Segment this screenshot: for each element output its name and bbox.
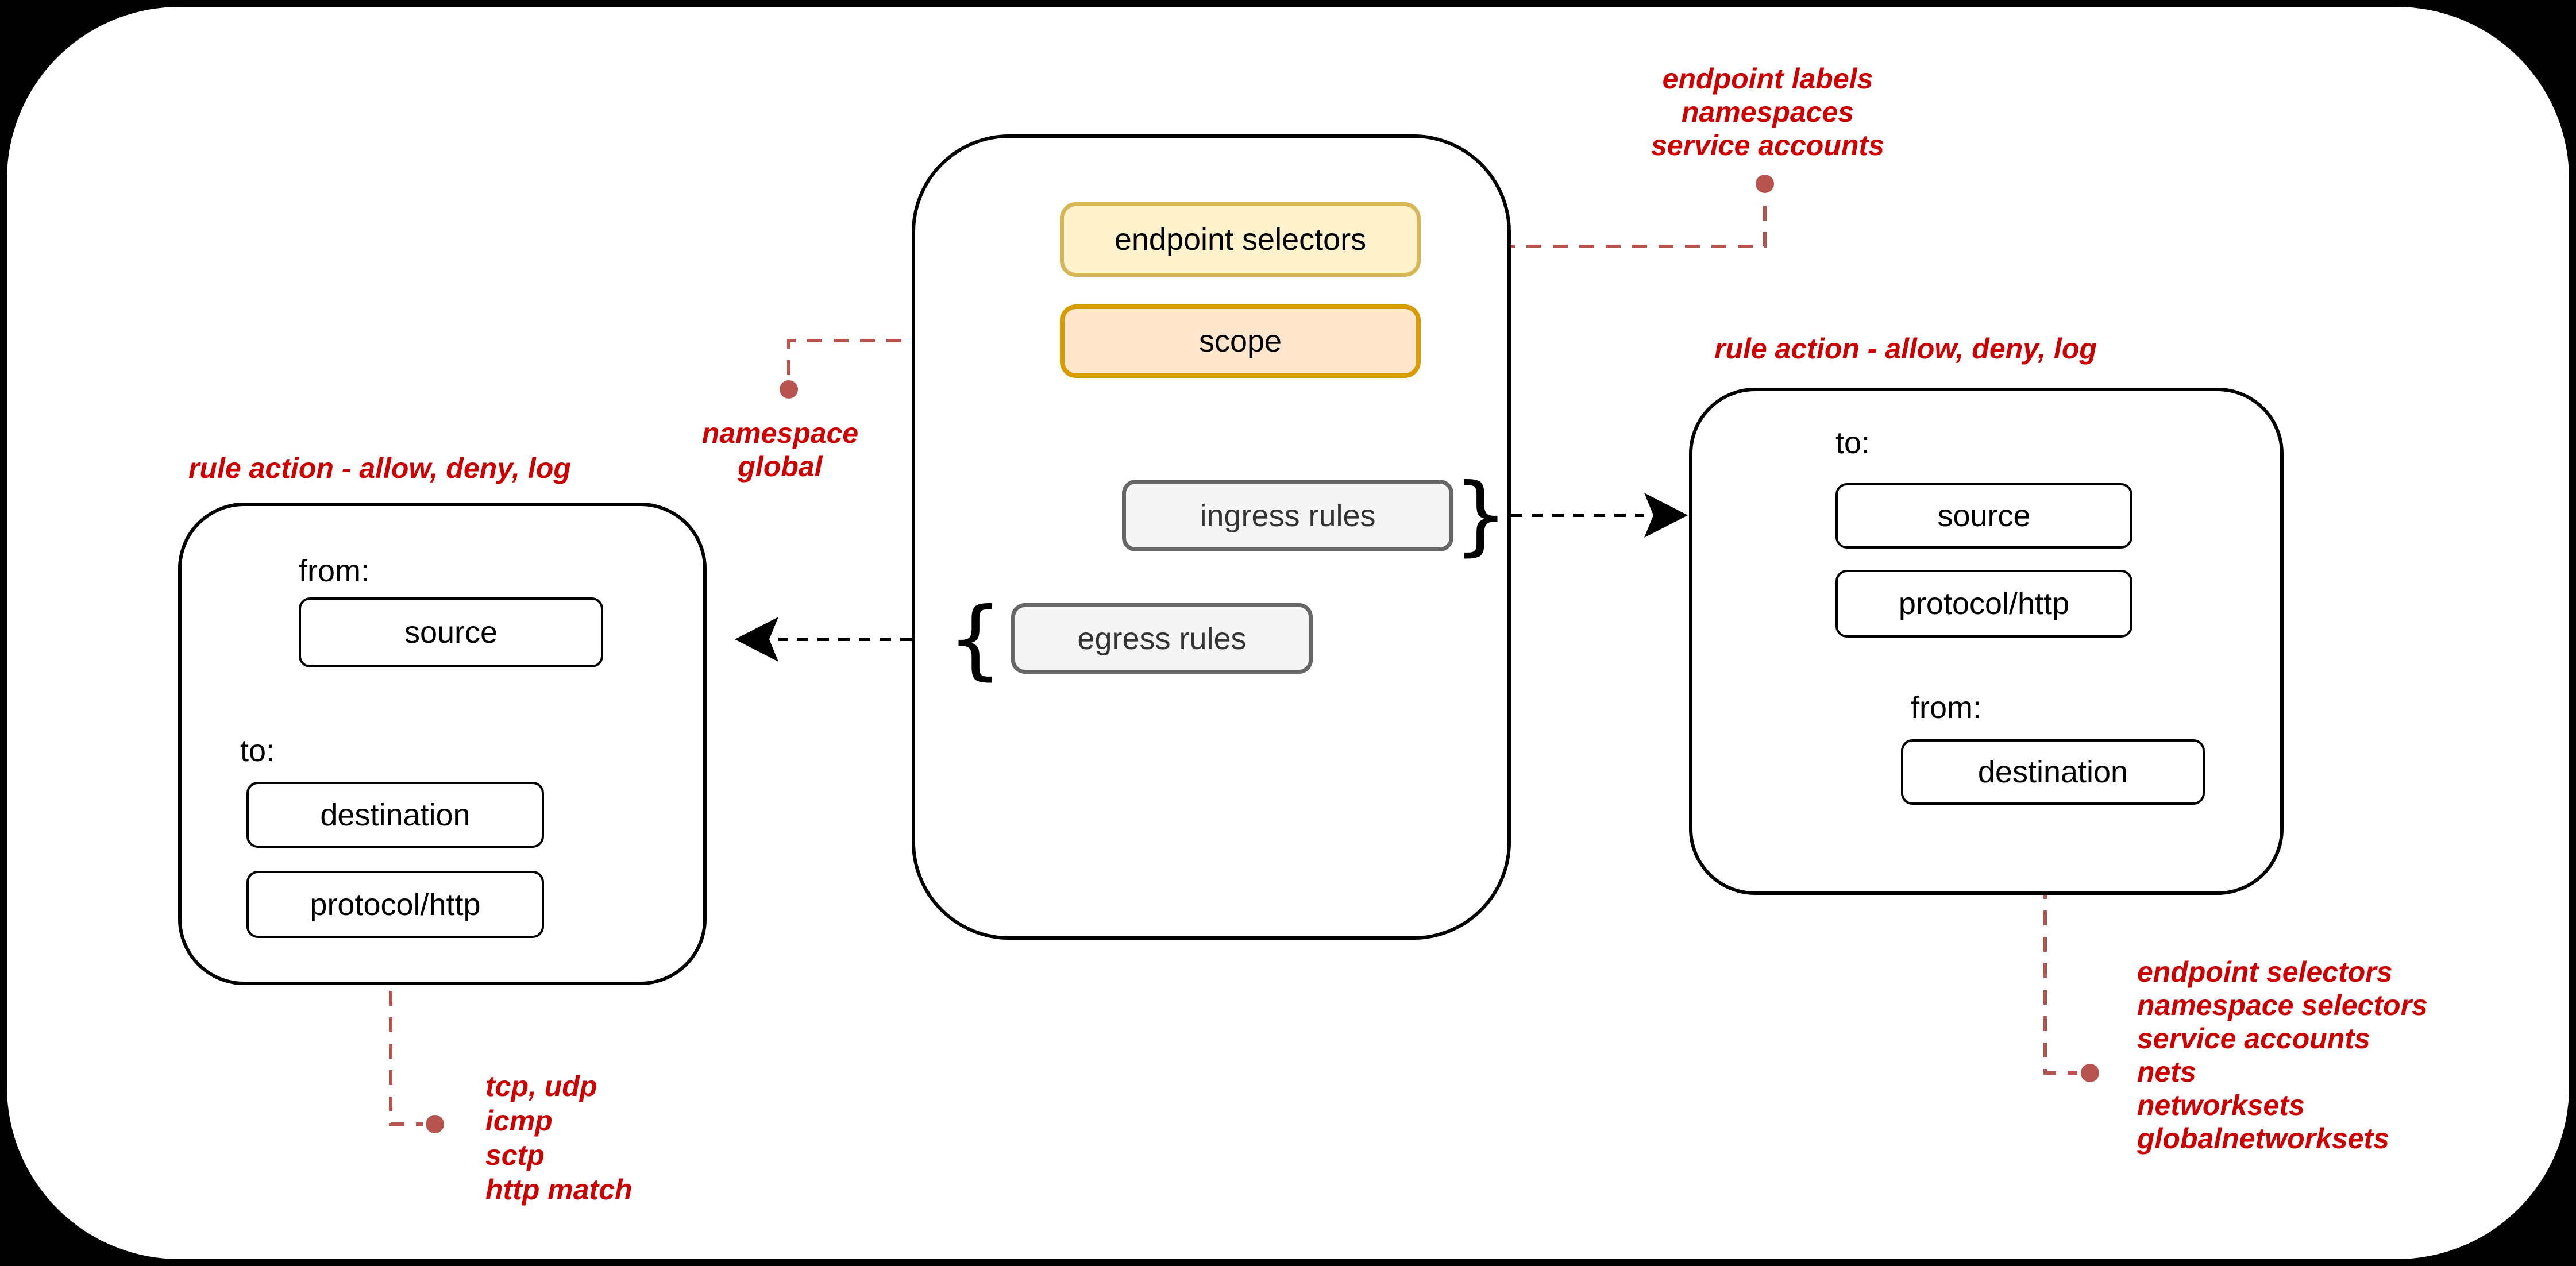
- annotation-line: sctp: [485, 1139, 545, 1171]
- arrowhead-left-icon: [735, 617, 778, 662]
- annotation-line: namespaces: [1681, 96, 1854, 128]
- annotation-line: endpoint selectors: [2137, 956, 2393, 988]
- connector-endpoint-selectors-options: [1421, 196, 1767, 248]
- endpoint-selectors-label: endpoint selectors: [1114, 222, 1367, 257]
- ingress-rule-box: [1689, 388, 2284, 895]
- ingress-rule-title: rule action - allow, deny, log: [1714, 333, 2097, 365]
- ingress-destination-label: destination: [1977, 755, 2128, 789]
- annotation-line: namespace: [701, 417, 859, 449]
- connector-dot-protocol: [426, 1115, 444, 1133]
- annotation-line: http match: [485, 1174, 633, 1206]
- egress-rule-title: rule action - allow, deny, log: [188, 452, 571, 484]
- annotation-destination-options: endpoint selectors namespace selectors s…: [2137, 955, 2574, 1155]
- annotation-line: namespace selectors: [2137, 989, 2428, 1021]
- connector-dot-endpoint-selectors: [1756, 175, 1774, 193]
- scope-box: scope: [1060, 304, 1421, 378]
- closing-brace-icon: }: [1453, 465, 1509, 565]
- ingress-to-label: to:: [1835, 426, 1871, 460]
- annotation-line: service accounts: [2137, 1022, 2370, 1055]
- annotation-line: icmp: [485, 1105, 553, 1137]
- ingress-protocol-box: protocol/http: [1835, 570, 2132, 638]
- ingress-destination-box: destination: [1901, 739, 2205, 805]
- annotation-line: nets: [2137, 1056, 2196, 1088]
- annotation-scope-options: namespace global: [608, 416, 952, 483]
- egress-rules-box: egress rules: [1011, 603, 1313, 674]
- egress-from-label: from:: [299, 554, 370, 588]
- arrowhead-right-icon: [1644, 493, 1688, 538]
- connector-dot-destination: [2081, 1064, 2099, 1082]
- egress-protocol-box: protocol/http: [246, 871, 544, 938]
- ingress-source-box: source: [1835, 483, 2132, 549]
- annotation-line: networksets: [2137, 1089, 2305, 1121]
- endpoint-selectors-box: endpoint selectors: [1060, 202, 1421, 277]
- annotation-line: tcp, udp: [485, 1070, 597, 1102]
- annotation-line: endpoint labels: [1662, 63, 1873, 95]
- egress-destination-box: destination: [246, 782, 544, 848]
- ingress-rules-label: ingress rules: [1200, 498, 1376, 533]
- annotation-protocol-options: tcp, udp icmp sctp http match: [485, 1069, 830, 1207]
- annotation-line: global: [738, 450, 823, 483]
- egress-rules-label: egress rules: [1077, 621, 1247, 656]
- annotation-endpoint-selector-options: endpoint labels namespaces service accou…: [1538, 62, 1997, 162]
- egress-destination-label: destination: [320, 797, 471, 832]
- annotation-line: service accounts: [1651, 129, 1884, 161]
- annotation-line: globalnetworksets: [2137, 1122, 2389, 1155]
- ingress-source-label: source: [1937, 499, 2031, 533]
- egress-source-box: source: [299, 597, 603, 667]
- egress-to-label: to:: [240, 734, 275, 768]
- scope-label: scope: [1198, 324, 1282, 358]
- ingress-from-label: from:: [1911, 690, 1982, 725]
- opening-brace-icon: {: [947, 589, 1003, 689]
- ingress-protocol-label: protocol/http: [1898, 586, 2070, 621]
- connector-dot-scope: [780, 380, 798, 399]
- connector-protocol-options: [389, 938, 423, 1126]
- egress-protocol-label: protocol/http: [310, 887, 481, 922]
- egress-source-label: source: [404, 615, 498, 650]
- ingress-rules-box: ingress rules: [1122, 480, 1453, 551]
